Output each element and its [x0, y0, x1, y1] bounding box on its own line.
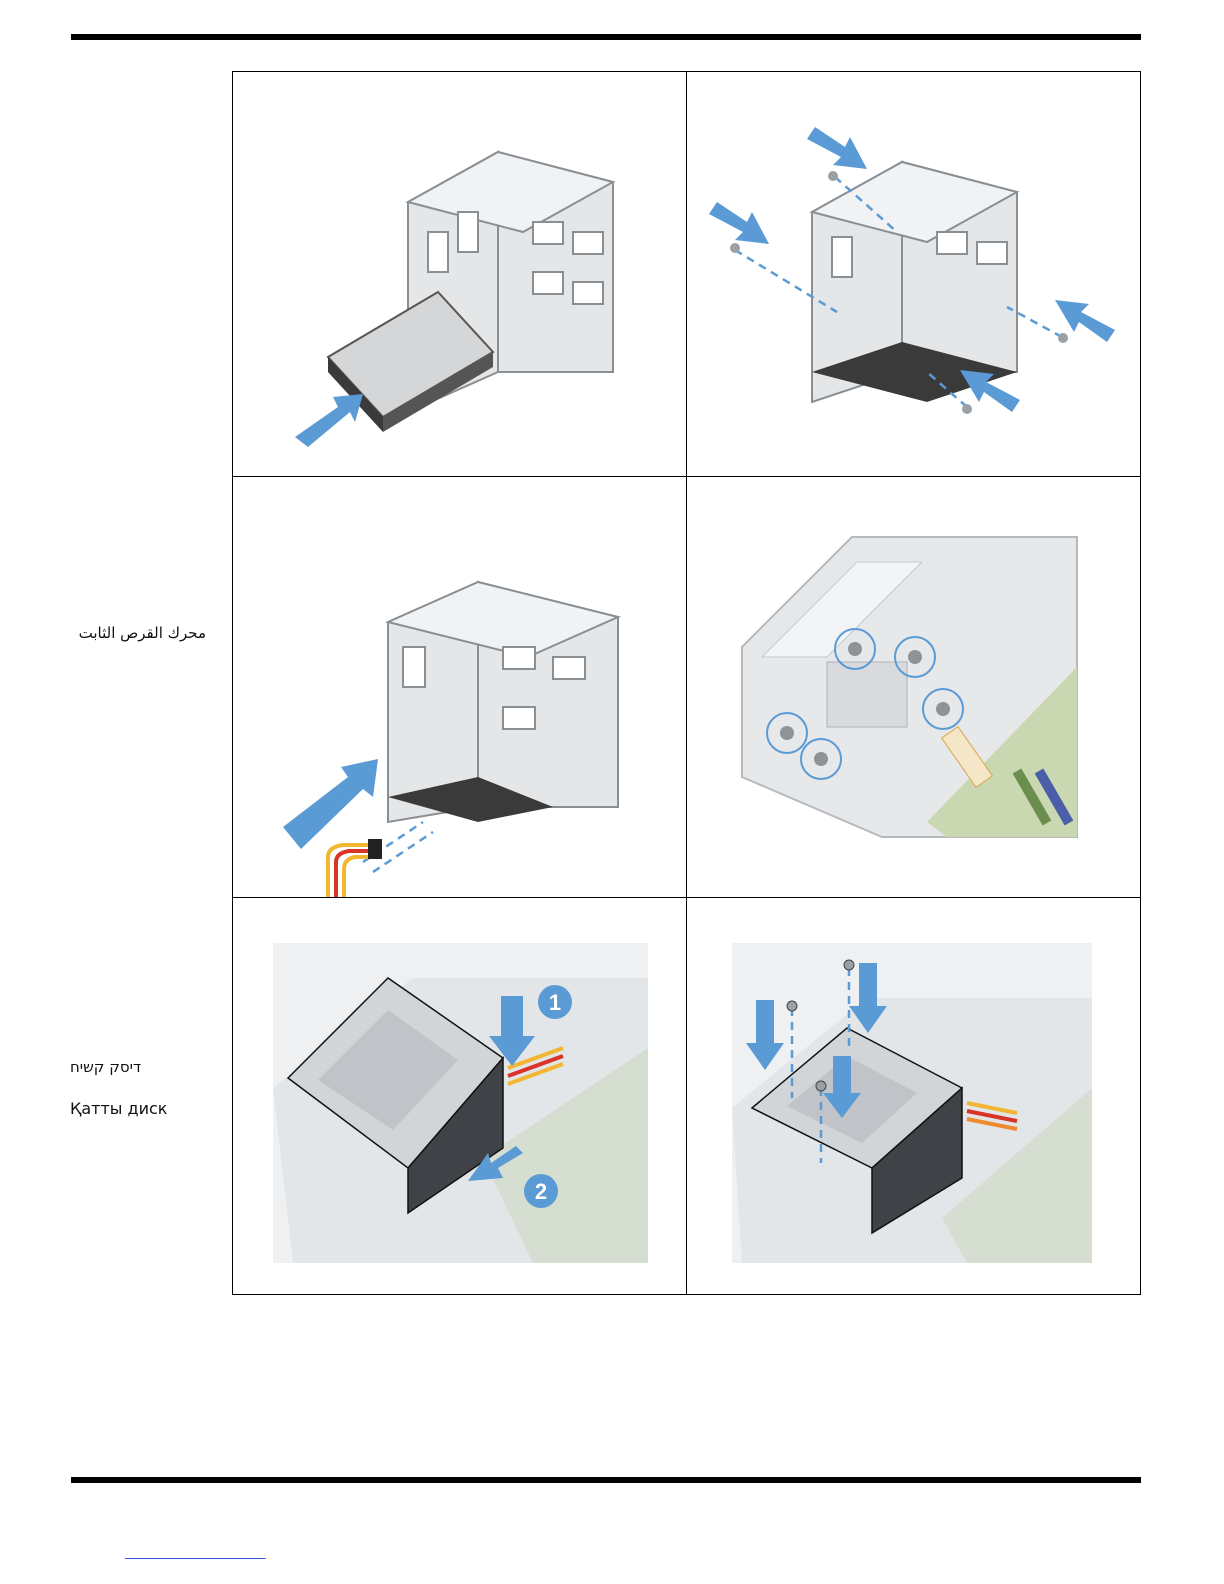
footer-link-underline[interactable] — [125, 1558, 266, 1559]
screw-icon — [787, 1001, 797, 1011]
illustration-insert-drive — [233, 72, 687, 477]
chassis-standoffs-drawing — [687, 477, 1140, 898]
label-arabic: محرك القرص الثابت — [70, 624, 206, 642]
illustration-secure-cage — [687, 898, 1140, 1294]
drive-cage-insert-drawing — [233, 72, 687, 477]
install-cage-drawing: 1 2 — [233, 898, 687, 1294]
header-rule — [71, 34, 1141, 40]
illustration-connect-cables — [233, 477, 687, 898]
drive-cage-cables-drawing — [233, 477, 687, 898]
step-1-number: 1 — [549, 990, 561, 1015]
screw-icon — [730, 243, 740, 253]
insert-arrow-icon — [295, 394, 363, 447]
illustration-grid: 1 2 — [232, 71, 1141, 1295]
illustration-chassis-standoffs — [687, 477, 1140, 898]
step-2-callout: 2 — [524, 1174, 558, 1208]
illustration-secure-screws — [687, 72, 1140, 477]
step-2-number: 2 — [535, 1179, 547, 1204]
secure-cage-drawing — [687, 898, 1140, 1294]
screw-icon — [816, 1081, 826, 1091]
screw-icon — [828, 171, 838, 181]
connect-arrow-icon — [283, 759, 378, 849]
label-hebrew: דיסק קשיח — [70, 1058, 141, 1076]
screw-arrow-icon — [807, 127, 867, 169]
footer-rule — [71, 1477, 1141, 1483]
screw-arrow-icon — [709, 202, 769, 244]
step-1-callout: 1 — [538, 985, 572, 1019]
screw-icon — [1058, 333, 1068, 343]
illustration-install-cage: 1 2 — [233, 898, 687, 1294]
drive-cage-screws-drawing — [687, 72, 1140, 477]
screw-icon — [962, 404, 972, 414]
cable-connector — [368, 839, 382, 859]
screw-icon — [844, 960, 854, 970]
label-kazakh: Қатты диск — [70, 1099, 167, 1118]
